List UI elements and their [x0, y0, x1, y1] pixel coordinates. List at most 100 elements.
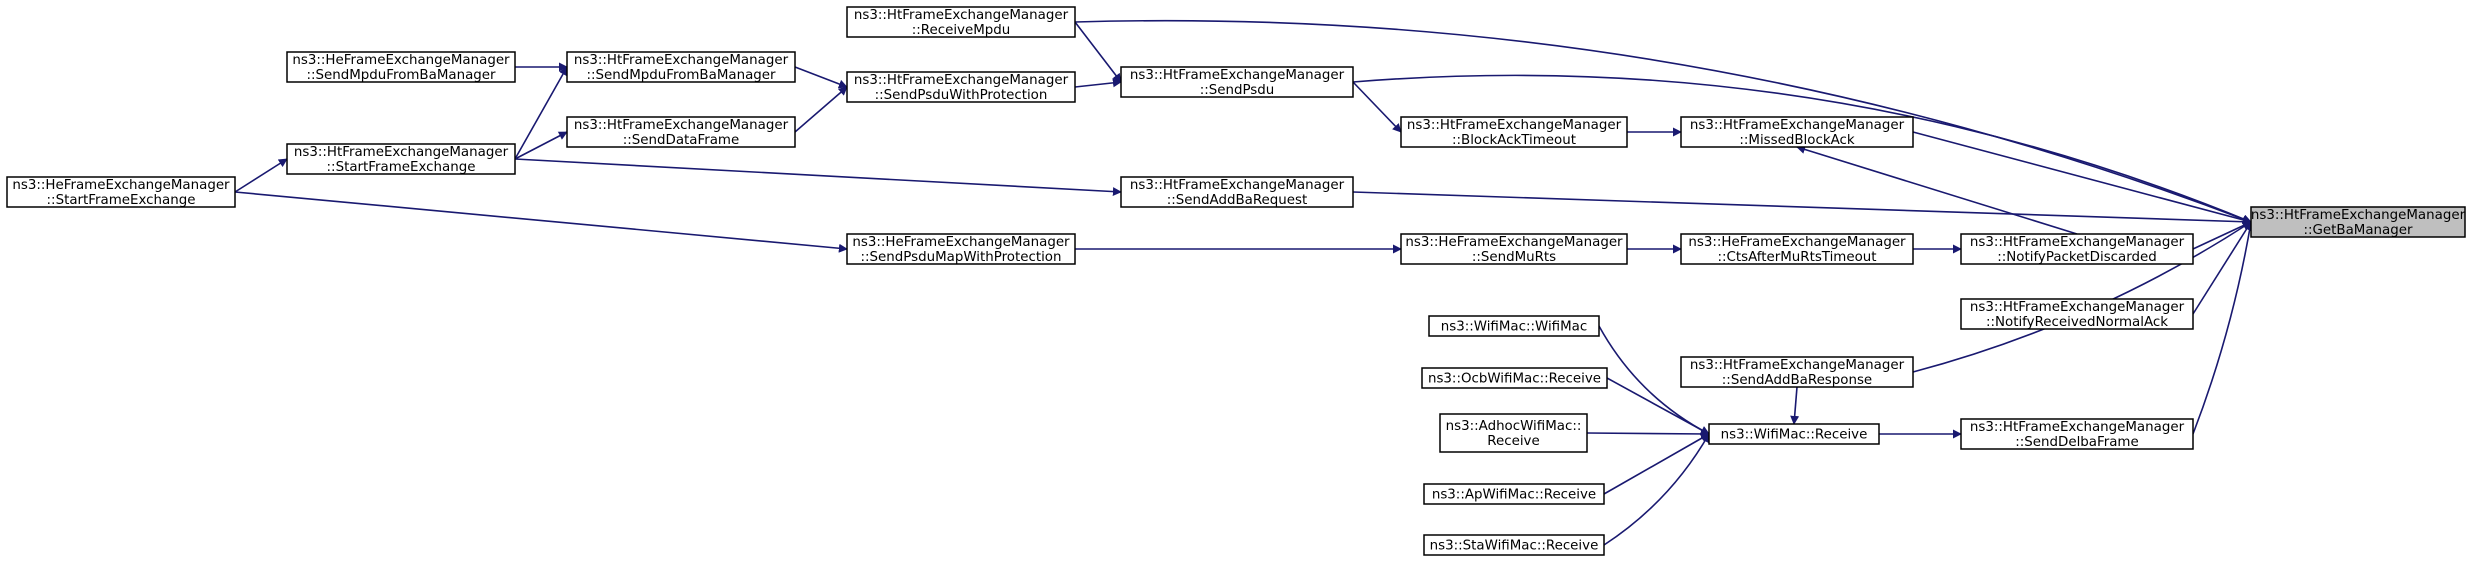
- node-label-line: ::GetBaManager: [2304, 223, 2413, 238]
- edge-n_sendpsdu-to-n_root: [1352, 74, 2252, 224]
- edge-n_notifydisc-to-n_root: [2192, 221, 2252, 250]
- node-box: [1120, 66, 1354, 98]
- node-box: [1680, 356, 1914, 388]
- node-box: [6, 176, 236, 208]
- node-mpdufromba-ht[interactable]: ns3::HtFrameExchangeManager::SendMpduFro…: [566, 51, 796, 83]
- node-box: [1439, 413, 1588, 453]
- node-wifimac[interactable]: ns3::WifiMac::WifiMac: [1428, 315, 1600, 337]
- node-label-line: ns3::HeFrameExchangeManager: [292, 53, 510, 68]
- node-label-line: ::SendAddBaRequest: [1167, 193, 1307, 208]
- node-label-line: ::NotifyPacketDiscarded: [1997, 250, 2157, 265]
- node-box: [566, 116, 796, 148]
- edge-line: [1603, 433, 1710, 546]
- edge-line: [1603, 433, 1710, 495]
- edge-n_psduprot-to-n_sendpsdu: [1074, 78, 1122, 88]
- node-label-line: ns3::HtFrameExchangeManager: [1970, 235, 2185, 250]
- edge-n_sendpsdu-to-n_batimeout: [1352, 81, 1402, 133]
- edge-n_startfe_ht-to-n_senddata: [514, 131, 568, 160]
- node-notifydisc[interactable]: ns3::HtFrameExchangeManager::NotifyPacke…: [1960, 233, 2194, 265]
- edge-n_sta-to-n_wifirecv: [1603, 433, 1710, 546]
- edge-n_rmpdu-to-n_sendpsdu: [1074, 21, 1122, 83]
- node-box: [1400, 116, 1628, 148]
- node-box: [1421, 367, 1608, 389]
- node-label-line: ::SendMpduFromBaManager: [306, 68, 496, 83]
- node-psdumap[interactable]: ns3::HeFrameExchangeManager::SendPsduMap…: [846, 233, 1076, 265]
- edge-line: [1790, 386, 1800, 425]
- node-sendaddbareq[interactable]: ns3::HtFrameExchangeManager::SendAddBaRe…: [1120, 176, 1354, 208]
- node-label-line: ::SendMpduFromBaManager: [586, 68, 776, 83]
- node-missedba[interactable]: ns3::HtFrameExchangeManager::MissedBlock…: [1680, 116, 1914, 148]
- node-batimeout[interactable]: ns3::HtFrameExchangeManager::BlockAckTim…: [1400, 116, 1628, 148]
- node-wifirecv[interactable]: ns3::WifiMac::Receive: [1708, 423, 1880, 445]
- edge-n_missedba-to-n_root: [1912, 131, 2252, 225]
- node-box: [1423, 483, 1605, 505]
- node-sendaddbaresp[interactable]: ns3::HtFrameExchangeManager::SendAddBaRe…: [1680, 356, 1914, 388]
- node-label-line: ns3::HeFrameExchangeManager: [12, 178, 230, 193]
- edge-line: [1606, 377, 1710, 435]
- node-senddelba[interactable]: ns3::HtFrameExchangeManager::SendDelbaFr…: [1960, 418, 2194, 450]
- node-label-line: ns3::HtFrameExchangeManager: [294, 145, 509, 160]
- edge-n_mpdufromba_ht-to-n_psduprot: [794, 66, 848, 89]
- edge-n_sendaddbareq-to-n_root: [1352, 191, 2252, 227]
- node-sendmurts[interactable]: ns3::HeFrameExchangeManager::SendMuRts: [1400, 233, 1628, 265]
- node-senddata[interactable]: ns3::HtFrameExchangeManager::SendDataFra…: [566, 116, 796, 148]
- node-box: [286, 143, 516, 175]
- node-box: [1428, 315, 1600, 337]
- node-label-line: ::SendDataFrame: [623, 133, 739, 148]
- node-startfe-he[interactable]: ns3::HeFrameExchangeManager::StartFrameE…: [6, 176, 236, 208]
- node-box: [1680, 233, 1914, 265]
- node-label-line: ns3::WifiMac::Receive: [1721, 428, 1868, 443]
- edge-line: [794, 66, 848, 89]
- node-label-line: ns3::ApWifiMac::Receive: [1432, 488, 1596, 503]
- node-psduprot[interactable]: ns3::HtFrameExchangeManager::SendPsduWit…: [846, 71, 1076, 103]
- edge-n_startfe_he-to-n_startfe_ht: [234, 158, 288, 193]
- node-label-line: ::CtsAfterMuRtsTimeout: [1717, 250, 1876, 265]
- node-root[interactable]: ns3::HtFrameExchangeManager::GetBaManage…: [2250, 206, 2466, 238]
- node-box: [846, 6, 1076, 38]
- edge-n_startfe_he-to-n_psdumap: [234, 191, 848, 253]
- node-label-line: ns3::HtFrameExchangeManager: [854, 73, 1069, 88]
- edge-line: [794, 86, 848, 133]
- edge-line: [234, 191, 848, 253]
- node-label-line: ns3::HeFrameExchangeManager: [1405, 235, 1623, 250]
- edge-n_startfe_ht-to-n_sendaddbareq: [514, 158, 1122, 197]
- node-startfe-ht[interactable]: ns3::HtFrameExchangeManager::StartFrameE…: [286, 143, 516, 175]
- node-ocb[interactable]: ns3::OcbWifiMac::Receive: [1421, 367, 1608, 389]
- edge-n_rmpdu-to-n_root: [1074, 19, 2252, 224]
- edge-line: [1352, 191, 2252, 227]
- node-label-line: ::ReceiveMpdu: [912, 23, 1011, 38]
- edge-line: [234, 158, 288, 193]
- node-ctsafter[interactable]: ns3::HeFrameExchangeManager::CtsAfterMuR…: [1680, 233, 1914, 265]
- node-sendpsdu[interactable]: ns3::HtFrameExchangeManager::SendPsdu: [1120, 66, 1354, 98]
- node-notifyrecv[interactable]: ns3::HtFrameExchangeManager::NotifyRecei…: [1960, 298, 2194, 330]
- edge-n_notifyrecv-to-n_root: [2192, 221, 2252, 315]
- node-rmpdu[interactable]: ns3::HtFrameExchangeManager::ReceiveMpdu: [846, 6, 1076, 38]
- node-mpdufromba-he[interactable]: ns3::HeFrameExchangeManager::SendMpduFro…: [286, 51, 516, 83]
- node-label-line: ns3::HtFrameExchangeManager: [2251, 208, 2466, 223]
- edge-n_adhoc-to-n_wifirecv: [1586, 429, 1710, 439]
- edge-line: [1912, 131, 2252, 225]
- node-box: [1120, 176, 1354, 208]
- edge-n_senddelba-to-n_root: [2192, 221, 2255, 435]
- node-box: [1400, 233, 1628, 265]
- edge-line: [2192, 221, 2255, 435]
- edge-line: [2192, 221, 2252, 315]
- node-label-line: ns3::HtFrameExchangeManager: [1130, 178, 1345, 193]
- node-box: [286, 51, 516, 83]
- node-label-line: ::BlockAckTimeout: [1452, 133, 1576, 148]
- node-label-line: Receive: [1487, 434, 1539, 449]
- node-label-line: ns3::HtFrameExchangeManager: [574, 118, 789, 133]
- node-adhoc[interactable]: ns3::AdhocWifiMac::Receive: [1439, 413, 1588, 453]
- node-box: [1960, 298, 2194, 330]
- node-label-line: ns3::HtFrameExchangeManager: [1690, 358, 1905, 373]
- edge-n_sendaddbaresp-to-n_wifirecv: [1790, 386, 1800, 425]
- node-ap[interactable]: ns3::ApWifiMac::Receive: [1423, 483, 1605, 505]
- node-label-line: ns3::HtFrameExchangeManager: [574, 53, 789, 68]
- node-label-line: ::SendAddBaResponse: [1722, 373, 1872, 388]
- node-sta[interactable]: ns3::StaWifiMac::Receive: [1423, 534, 1605, 556]
- node-label-line: ::NotifyReceivedNormalAck: [1986, 315, 2168, 330]
- edge-line: [1074, 21, 1122, 83]
- node-label-line: ns3::HtFrameExchangeManager: [1970, 300, 2185, 315]
- node-label-line: ns3::WifiMac::WifiMac: [1441, 320, 1587, 335]
